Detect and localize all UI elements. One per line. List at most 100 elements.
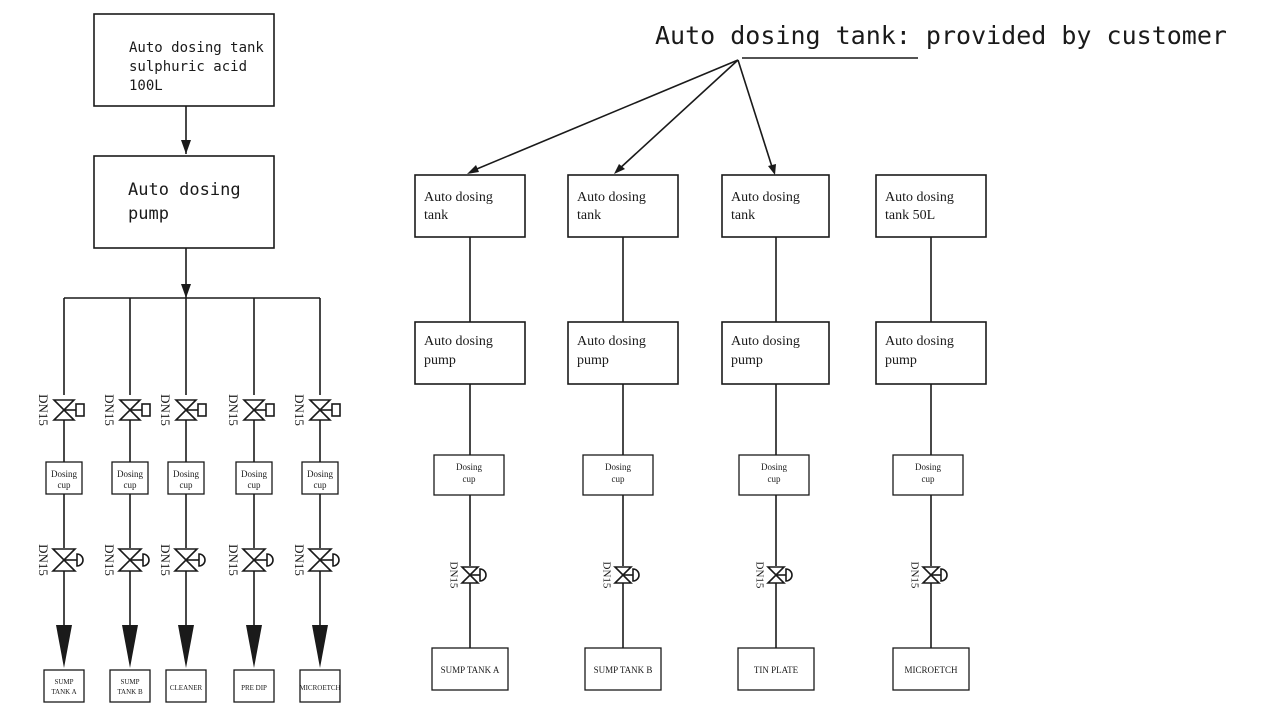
lower-valve-icon-top bbox=[51, 548, 77, 562]
upper-valve-size-label: DN15 bbox=[292, 394, 307, 426]
lower-valve-size-label: DN15 bbox=[292, 544, 307, 576]
dosing-cup-box bbox=[892, 454, 964, 496]
valve-icon-bottom bbox=[460, 573, 480, 584]
lower-valve-icon-bottom bbox=[117, 558, 143, 572]
destination-box bbox=[299, 669, 341, 703]
lower-valve-icon-actuator bbox=[142, 553, 150, 567]
pump-label-1: Auto dosing bbox=[424, 334, 493, 349]
upper-valve-icon-bottom bbox=[52, 408, 76, 421]
upper-valve-size-label: DN15 bbox=[158, 394, 173, 426]
dosing-cup-label-1: Dosing bbox=[915, 462, 942, 472]
valve-icon-bottom bbox=[766, 573, 786, 584]
dosing-cup-box bbox=[235, 461, 273, 495]
upper-valve-size-label: DN15 bbox=[226, 394, 241, 426]
upper-valve-icon bbox=[118, 399, 151, 421]
customer-note: Auto dosing tank: provided by customer bbox=[655, 21, 1227, 50]
note-arrow-3 bbox=[737, 59, 774, 171]
note-arrowhead-2 bbox=[614, 164, 625, 174]
valve-size-label: DN15 bbox=[600, 562, 612, 589]
upper-valve-icon-actuator bbox=[265, 403, 275, 417]
upper-valve-icon-top bbox=[242, 399, 266, 412]
auto-dosing-pump-box bbox=[721, 321, 830, 385]
valve-icon-actuator bbox=[785, 568, 793, 582]
tank-label-1: Auto dosing bbox=[424, 190, 493, 205]
valve-icon-actuator bbox=[479, 568, 487, 582]
upper-valve-icon-actuator bbox=[331, 403, 341, 417]
lower-valve-icon-bottom bbox=[241, 558, 267, 572]
dosing-cup-label-2: cup bbox=[612, 474, 625, 484]
dosing-cup-label-1: Dosing bbox=[307, 469, 334, 479]
valve-icon-actuator bbox=[632, 568, 640, 582]
valve-icon-top bbox=[613, 566, 633, 577]
lower-valve-icon bbox=[51, 548, 84, 572]
upper-valve-icon-top bbox=[52, 399, 76, 412]
left-pump-box bbox=[93, 155, 275, 249]
dosing-cup-box bbox=[111, 461, 149, 495]
destination-box bbox=[737, 647, 815, 691]
dosing-cup-box bbox=[45, 461, 83, 495]
note-arrowhead-1 bbox=[467, 165, 479, 174]
source-tank-box bbox=[93, 13, 275, 107]
upper-valve-icon-actuator bbox=[197, 403, 207, 417]
dosing-cup-label-2: cup bbox=[124, 480, 137, 490]
destination-label: SUMP TANK A bbox=[441, 665, 500, 675]
valve-icon-top bbox=[460, 566, 480, 577]
destination-box bbox=[431, 647, 509, 691]
source-tank-label-2: sulphuric acid bbox=[129, 59, 247, 75]
note-arrow-2 bbox=[617, 59, 739, 171]
valve-size-label: DN15 bbox=[447, 562, 459, 589]
upper-valve-size-label: DN15 bbox=[36, 394, 51, 426]
valve-icon bbox=[921, 566, 948, 584]
flow-down-arrow bbox=[178, 625, 194, 668]
pump-label-1: Auto dosing bbox=[731, 334, 800, 349]
lower-valve-icon-actuator bbox=[198, 553, 206, 567]
dosing-cup-label-1: Dosing bbox=[51, 469, 78, 479]
valve-icon-top bbox=[766, 566, 786, 577]
lower-valve-icon-top bbox=[241, 548, 267, 562]
upper-valve-icon-bottom bbox=[118, 408, 142, 421]
destination-label-2: TANK B bbox=[117, 688, 143, 696]
valve-icon-bottom bbox=[613, 573, 633, 584]
dosing-cup-label-2: cup bbox=[58, 480, 71, 490]
lower-valve-icon-actuator bbox=[76, 553, 84, 567]
lower-valve-icon bbox=[307, 548, 340, 572]
upper-valve-icon-bottom bbox=[174, 408, 198, 421]
auto-dosing-tank-box bbox=[567, 174, 679, 238]
source-tank-label-1: Auto dosing tank bbox=[129, 40, 264, 56]
destination-label-2: TANK A bbox=[51, 688, 76, 696]
destination-label-1: SUMP bbox=[120, 678, 139, 686]
valve-icon bbox=[766, 566, 793, 584]
valve-icon-bottom bbox=[921, 573, 941, 584]
auto-dosing-tank-box bbox=[414, 174, 526, 238]
lower-valve-icon-top bbox=[117, 548, 143, 562]
note-arrowhead-3 bbox=[768, 164, 776, 175]
pump-label-2: pump bbox=[577, 353, 609, 368]
left-system: Auto dosing tank sulphuric acid 100L Aut… bbox=[36, 13, 341, 703]
destination-label: SUMP TANK B bbox=[594, 665, 653, 675]
dosing-cup-label-2: cup bbox=[922, 474, 935, 484]
auto-dosing-pump-box bbox=[875, 321, 987, 385]
flow-down-arrow bbox=[312, 625, 328, 668]
lower-valve-icon-bottom bbox=[51, 558, 77, 572]
flow-down-arrow bbox=[122, 625, 138, 668]
upper-valve-icon bbox=[242, 399, 275, 421]
lower-valve-size-label: DN15 bbox=[102, 544, 117, 576]
pump-label-2: pump bbox=[885, 353, 917, 368]
dosing-cup-label-1: Dosing bbox=[456, 462, 483, 472]
valve-size-label: DN15 bbox=[908, 562, 920, 589]
upper-valve-icon-actuator bbox=[141, 403, 151, 417]
source-tank-label-3: 100L bbox=[129, 78, 163, 94]
left-pump-label-1: Auto dosing bbox=[128, 180, 241, 200]
tank-to-pump-arrow bbox=[181, 140, 191, 154]
lower-valve-icon-actuator bbox=[332, 553, 340, 567]
tank-label-1: Auto dosing bbox=[731, 190, 800, 205]
upper-valve-icon-bottom bbox=[308, 408, 332, 421]
note-arrow-1 bbox=[471, 59, 739, 172]
upper-valve-icon bbox=[174, 399, 207, 421]
flow-down-arrow bbox=[56, 625, 72, 668]
